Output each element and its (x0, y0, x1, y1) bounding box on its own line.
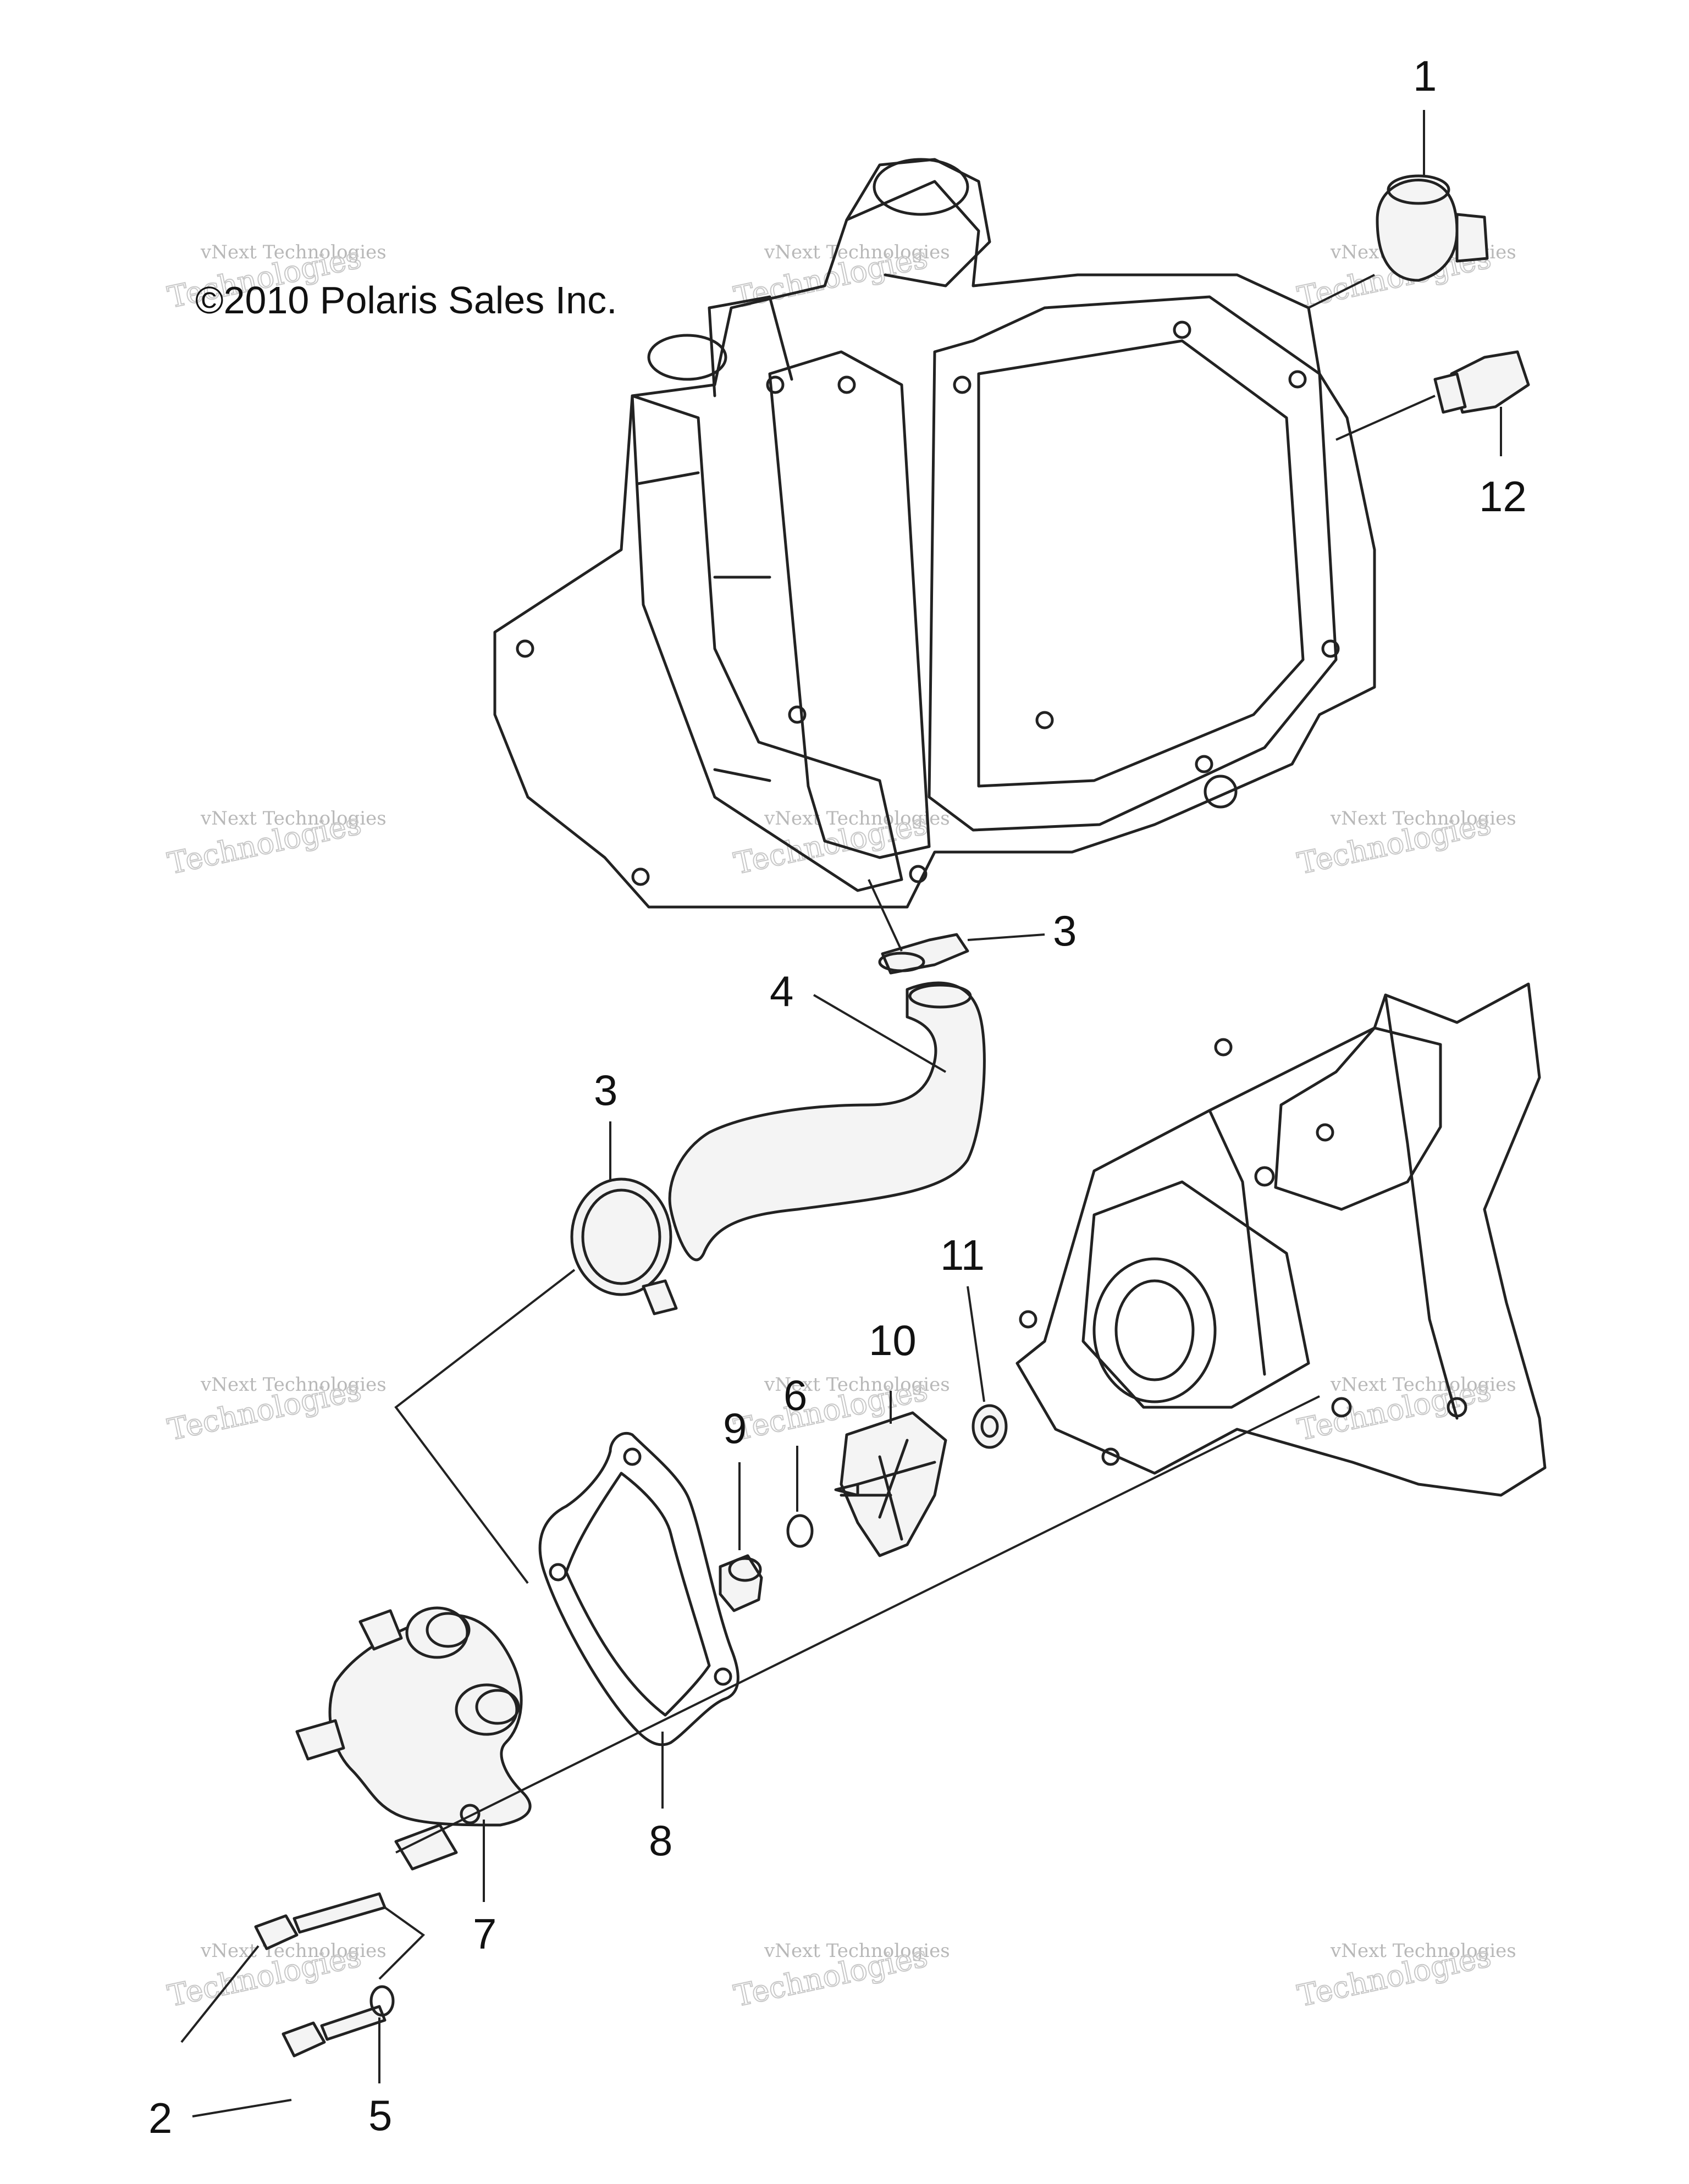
watermark-mid-right: vNext Technologies Technologies (1294, 806, 1516, 882)
svg-text:vNext Technologies: vNext Technologies (1330, 1940, 1516, 1962)
part-11-seal (967, 1286, 1008, 1449)
svg-text:vNext Technologies: vNext Technologies (764, 1940, 950, 1962)
part-3-lower-hose-clamp (570, 1121, 678, 1315)
callout-6: 6 (783, 1371, 807, 1419)
callout-1: 1 (1413, 52, 1437, 100)
svg-text:vNext Technologies: vNext Technologies (764, 241, 950, 263)
callout-11: 11 (940, 1231, 985, 1279)
part-2-bolts (180, 1892, 387, 2117)
part-4-coolant-hose (668, 981, 986, 1262)
part-10-impeller (834, 1391, 947, 1557)
part-1-thermostat-cap (1308, 110, 1489, 309)
crankcase (1015, 982, 1547, 1497)
svg-text:vNext Technologies: vNext Technologies (764, 808, 950, 830)
cylinder-head-assembly (493, 158, 1376, 909)
part-3-upper-hose-clamp (868, 879, 1045, 975)
watermark-mid-center: vNext Technologies Technologies (731, 806, 950, 882)
copyright-text: ©2010 Polaris Sales Inc. (195, 279, 617, 322)
watermark-top-center: vNext Technologies Technologies (731, 240, 950, 316)
callout-3-lower: 3 (594, 1066, 617, 1114)
watermark-lower-left: vNext Technologies Technologies (164, 1372, 387, 1448)
svg-text:vNext Technologies: vNext Technologies (200, 808, 387, 830)
watermark-lower-right: vNext Technologies Technologies (1294, 1372, 1516, 1448)
callout-10: 10 (869, 1316, 917, 1364)
svg-text:vNext Technologies: vNext Technologies (200, 241, 387, 263)
callout-8: 8 (649, 1816, 672, 1865)
part-6-washer (786, 1446, 814, 1548)
callout-12: 12 (1479, 472, 1527, 521)
watermark-mid-left: vNext Technologies Technologies (164, 806, 387, 882)
callout-7: 7 (473, 1910, 496, 1958)
watermark-bottom-center: vNext Technologies Technologies (731, 1938, 950, 2014)
callout-2: 2 (148, 2094, 172, 2142)
callout-3-upper: 3 (1053, 906, 1077, 955)
part-12-temperature-sensor (1335, 350, 1530, 456)
svg-text:vNext Technologies: vNext Technologies (200, 1940, 387, 1962)
callout-4: 4 (770, 967, 793, 1015)
watermark-bottom-left: vNext Technologies Technologies (164, 1938, 387, 2014)
part-9-plug (719, 1462, 763, 1612)
svg-text:vNext Technologies: vNext Technologies (200, 1374, 387, 1396)
part-8-gasket (538, 1431, 739, 1809)
callout-9: 9 (723, 1404, 747, 1452)
watermark-bottom-right: vNext Technologies Technologies (1294, 1938, 1516, 2014)
part-7-water-pump-cover (295, 1606, 532, 1902)
svg-text:vNext Technologies: vNext Technologies (1330, 808, 1516, 830)
assembly-axis-lines (378, 1269, 1320, 1980)
callout-5: 5 (368, 2091, 392, 2139)
svg-text:vNext Technologies: vNext Technologies (764, 1374, 950, 1396)
svg-text:vNext Technologies: vNext Technologies (1330, 1374, 1516, 1396)
part-5-o-ring (369, 1985, 395, 2083)
